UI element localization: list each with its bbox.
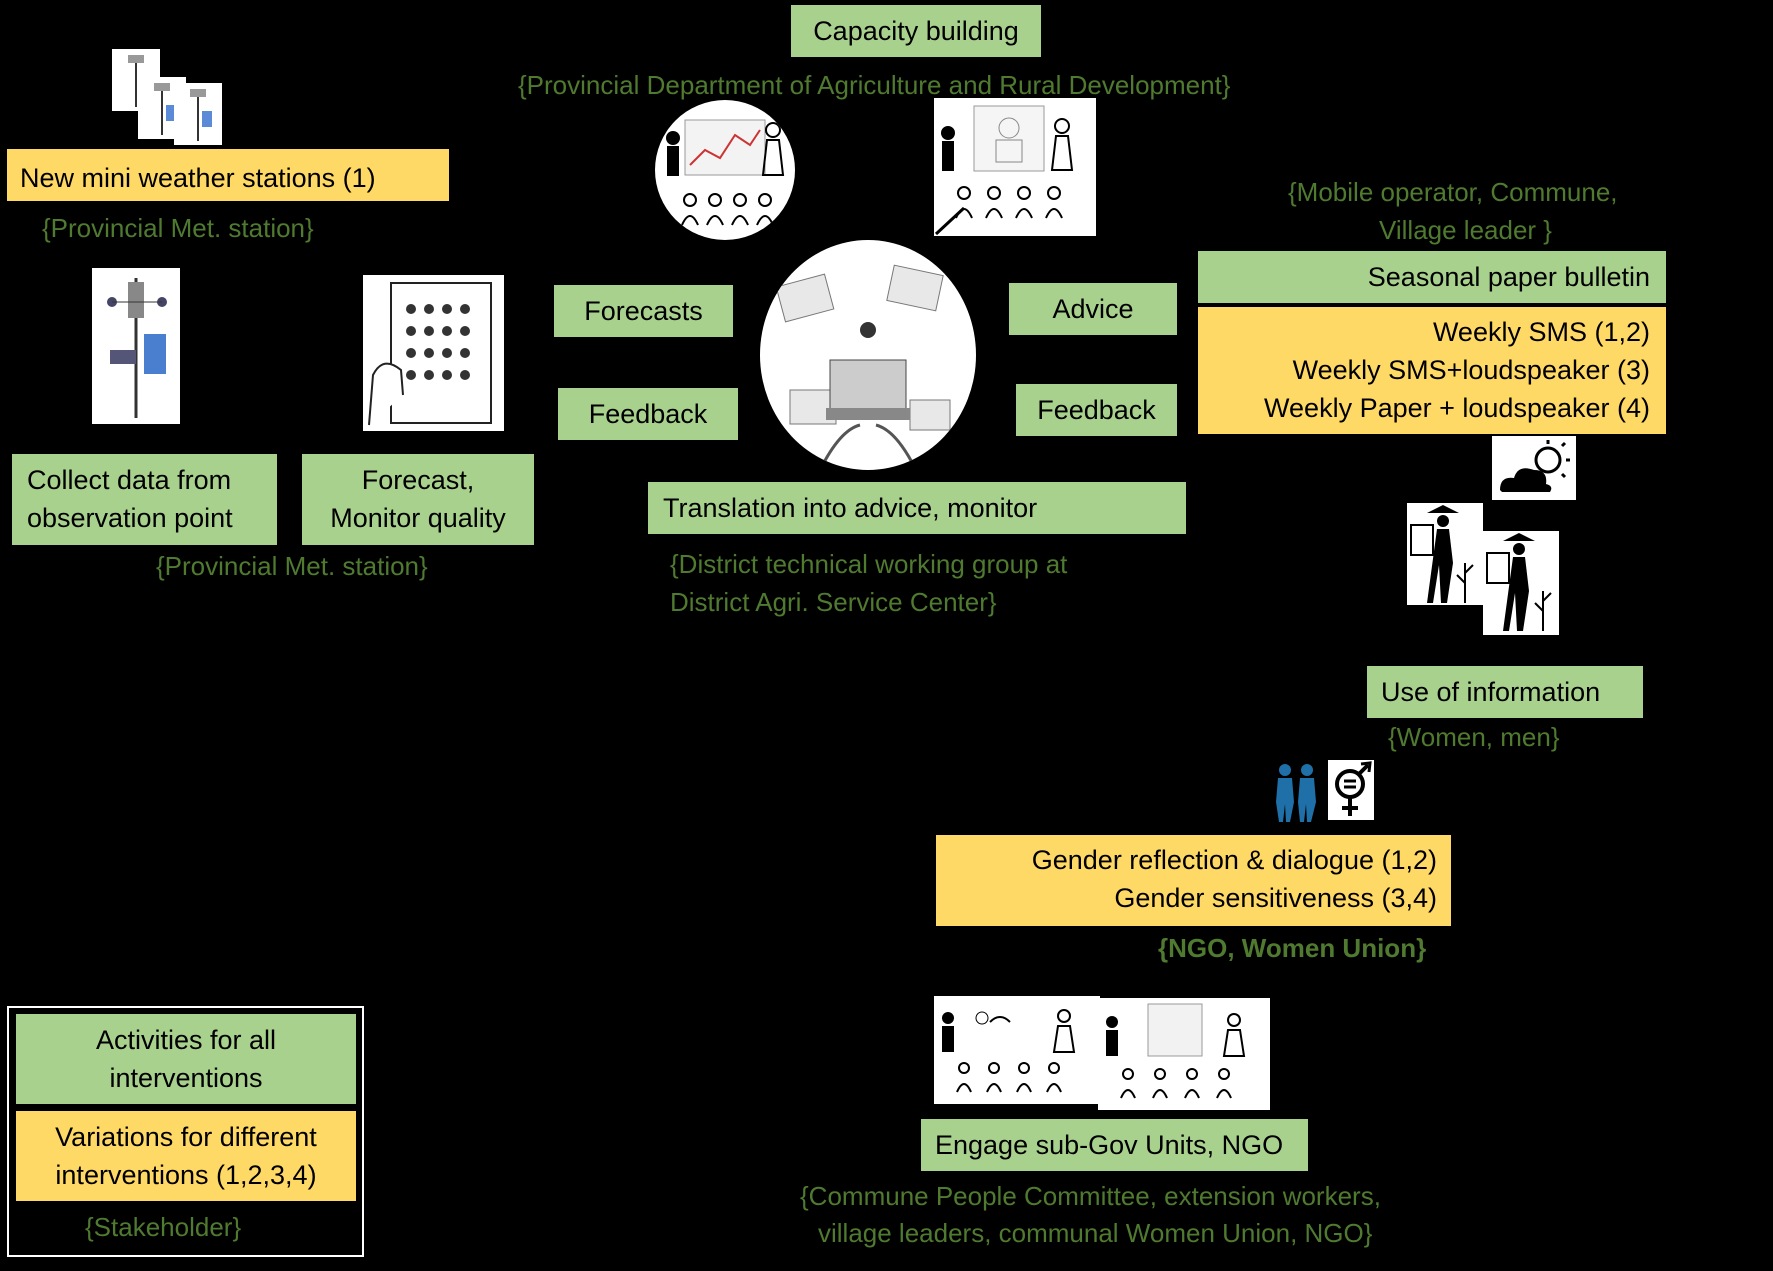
engage-title: Engage sub-Gov Units, NGO	[935, 1130, 1284, 1160]
gender-line1: Gender reflection & dialogue (1,2)	[1031, 845, 1437, 875]
engage-training-image-1	[934, 996, 1100, 1104]
farmers-image-1	[1407, 503, 1483, 605]
feedback-right-box: Feedback	[1016, 384, 1177, 436]
seasonal-bulletin-label: Seasonal paper bulletin	[1367, 262, 1650, 292]
advice-box: Advice	[1009, 283, 1177, 335]
engage-stakeholder-line1: {Commune People Committee, extension wor…	[800, 1181, 1381, 1211]
forecast-quality-box: Forecast, Monitor quality	[302, 454, 534, 545]
weather-station-image	[92, 268, 180, 424]
weather-stations-title: New mini weather stations (1)	[20, 163, 376, 193]
women-men-icon	[1270, 762, 1320, 822]
met-station-stakeholder: {Provincial Met. station}	[156, 551, 428, 581]
capacity-building-box: Capacity building	[791, 5, 1041, 57]
legend-green-line1: Activities for all	[95, 1025, 277, 1055]
engage-stakeholder-line2: village leaders, communal Women Union, N…	[818, 1218, 1373, 1248]
translation-stakeholder-line1: {District technical working group at	[670, 549, 1068, 579]
legend-yellow-line1: Variations for different	[55, 1122, 317, 1152]
dissemination-stakeholder-line2: Village leader }	[1379, 215, 1552, 245]
weekly-variations-box: Weekly SMS (1,2) Weekly SMS+loudspeaker …	[1198, 307, 1666, 434]
training-session-image	[655, 100, 795, 240]
collect-data-line1: Collect data from	[27, 465, 232, 495]
engage-training-image-2	[1098, 998, 1270, 1110]
gender-stakeholder: {NGO, Women Union}	[1158, 933, 1427, 963]
legend-green-line2: interventions	[109, 1063, 263, 1093]
weekly-variation-3: Weekly Paper + loudspeaker (4)	[1264, 393, 1650, 423]
weather-stations-stakeholder: {Provincial Met. station}	[42, 213, 314, 243]
translation-box: Translation into advice, monitor	[648, 482, 1186, 534]
dissemination-stakeholder-line1: {Mobile operator, Commune,	[1288, 177, 1618, 207]
gender-line2: Gender sensitiveness (3,4)	[1114, 883, 1437, 913]
use-info-box: Use of information	[1367, 666, 1643, 718]
gender-equality-icon	[1328, 760, 1374, 820]
engage-box: Engage sub-Gov Units, NGO	[921, 1119, 1308, 1171]
gender-variations-box: Gender reflection & dialogue (1,2) Gende…	[936, 835, 1451, 926]
seasonal-bulletin-box: Seasonal paper bulletin	[1198, 251, 1666, 303]
presentation-session-image	[934, 98, 1096, 236]
partly-cloudy-icon	[1492, 436, 1576, 500]
legend-yellow-box: Variations for different interventions (…	[16, 1111, 356, 1201]
legend: Activities for all interventions Variati…	[7, 1006, 364, 1257]
forecast-tablet-image	[363, 275, 504, 431]
advice-label: Advice	[1052, 294, 1134, 324]
forecasts-box: Forecasts	[554, 285, 733, 337]
feedback-right-label: Feedback	[1037, 395, 1156, 425]
legend-stakeholder: {Stakeholder}	[85, 1212, 242, 1242]
use-info-stakeholder: {Women, men}	[1388, 722, 1560, 752]
capacity-building-title: Capacity building	[813, 16, 1019, 46]
translation-stakeholder-line2: District Agri. Service Center}	[670, 587, 997, 617]
feedback-left-label: Feedback	[588, 399, 708, 429]
weather-station-thumb-3	[174, 83, 222, 145]
farmers-image-2	[1483, 531, 1559, 635]
forecasts-label: Forecasts	[584, 296, 703, 326]
legend-green-box: Activities for all interventions	[16, 1014, 356, 1104]
weekly-variation-1: Weekly SMS (1,2)	[1432, 317, 1650, 347]
translation-title: Translation into advice, monitor	[663, 493, 1038, 523]
weekly-variation-2: Weekly SMS+loudspeaker (3)	[1292, 355, 1650, 385]
collect-data-box: Collect data from observation point	[12, 454, 277, 545]
weather-stations-box: New mini weather stations (1)	[7, 149, 449, 201]
legend-yellow-line2: interventions (1,2,3,4)	[55, 1160, 317, 1190]
capacity-building-stakeholder: {Provincial Department of Agriculture an…	[518, 70, 1231, 100]
forecast-quality-line1: Forecast,	[361, 465, 475, 495]
forecast-quality-line2: Monitor quality	[330, 503, 506, 533]
feedback-left-box: Feedback	[558, 388, 738, 440]
use-info-title: Use of information	[1381, 677, 1601, 707]
collect-data-line2: observation point	[27, 503, 233, 533]
workshop-table-image	[760, 240, 976, 470]
